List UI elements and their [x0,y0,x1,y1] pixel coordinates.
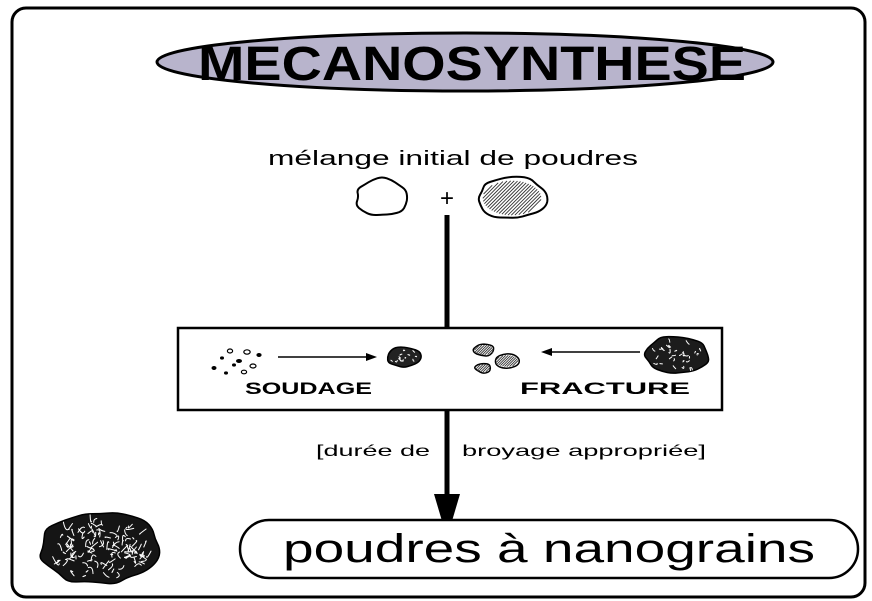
welded-particle [388,347,422,367]
large-particle-outline [645,337,709,373]
texture-stroke [672,355,675,356]
milling-duration-part1: [durée de [316,443,430,460]
texture-stroke [403,350,404,351]
powder-fragment [212,366,217,370]
powder-fragment [220,356,224,359]
hatch-line [492,352,493,353]
milling-duration-part2: broyage appropriée] [462,443,706,460]
fractured-particle [473,344,493,356]
fractured-particle [495,354,519,368]
texture-stroke [405,358,406,359]
welding-label: SOUDAGE [245,379,372,398]
plus-sign: + [440,185,454,212]
powder-fragment [250,364,256,368]
texture-stroke [408,355,410,356]
initial-mixture-label: mélange initial de poudres [268,148,638,170]
title: MECANOSYNTHESE [198,38,746,91]
powder-fragment [244,350,250,354]
fracture-label: FRACTURE [520,379,690,398]
nanograin-particle [40,513,159,584]
result-label: poudres à nanograins [283,527,815,571]
large-particle [645,337,709,373]
title-banner: MECANOSYNTHESE [157,33,773,91]
milling-process-box: SOUDAGE FRACTURE [178,328,722,410]
powder-fragment [236,359,242,363]
milling-duration-label: [durée de broyage appropriée] [316,443,706,460]
powder-fragment [256,353,261,357]
powder-fragment [241,370,246,374]
powder-fragment [224,371,228,374]
texture-stroke [690,368,691,370]
powder-fragment [227,349,232,353]
powder-fragment [232,363,236,366]
texture-stroke [403,360,404,362]
result-box: poudres à nanograins [240,520,858,578]
nanograin-particle-outline [40,513,159,584]
